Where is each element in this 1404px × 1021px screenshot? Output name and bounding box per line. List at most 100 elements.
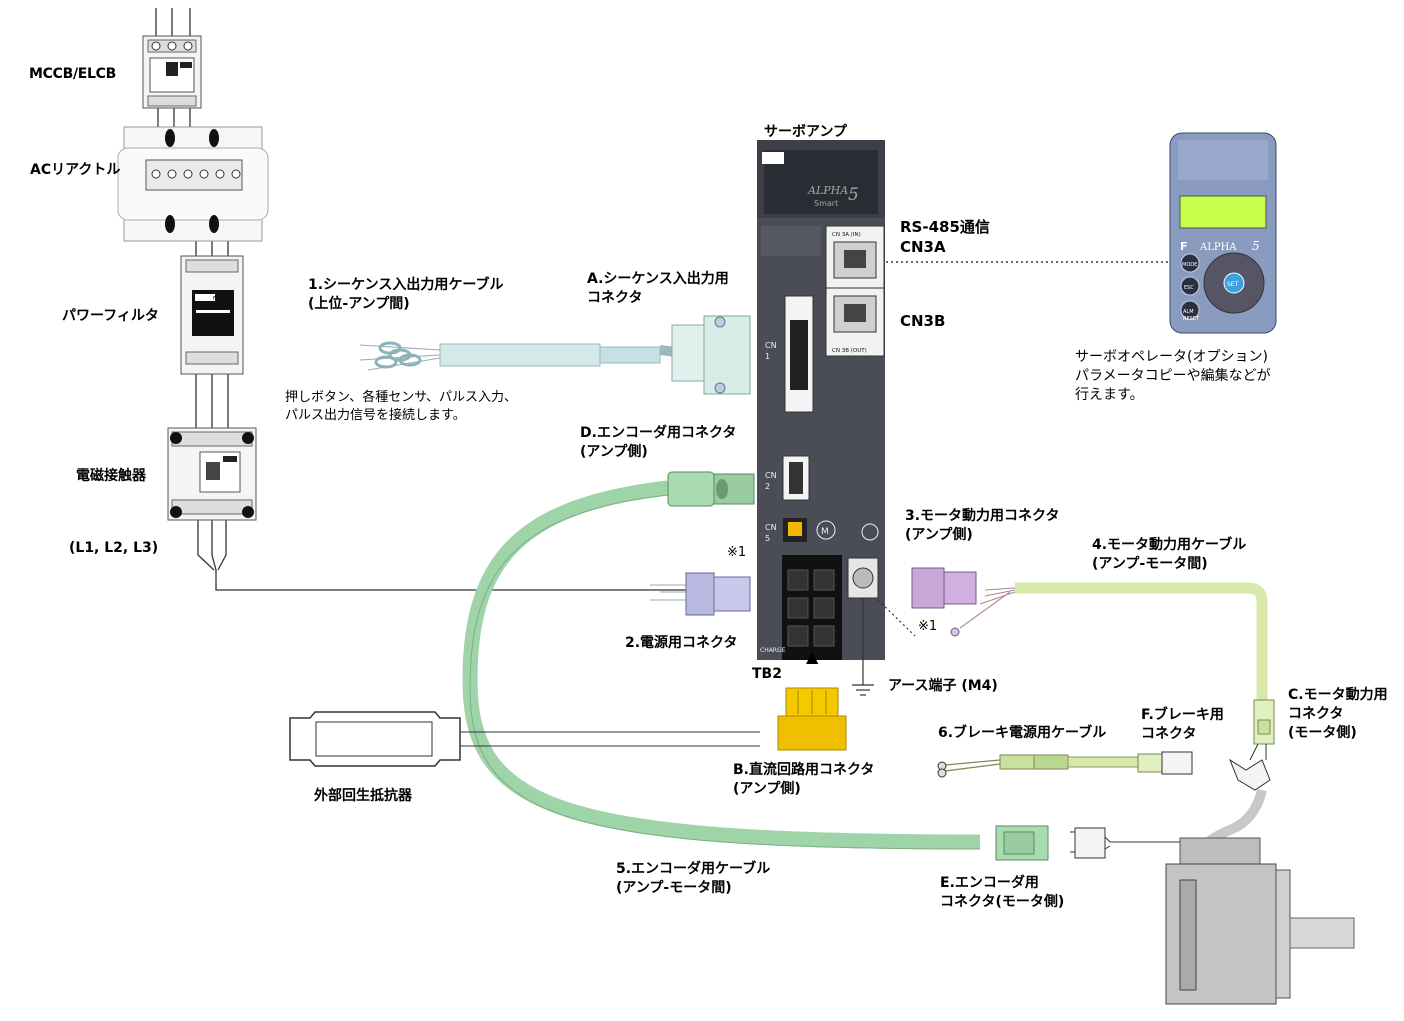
text-line: RS-485通信	[900, 218, 990, 236]
text-line: (アンプ-モータ間)	[616, 880, 732, 896]
conn-3-label: 3.モータ動力用コネクタ (アンプ側)	[905, 507, 1060, 543]
text-line: (アンプ側)	[733, 780, 801, 797]
text-line: コネクタ	[1141, 726, 1196, 742]
note1-label-b: ※1	[918, 619, 937, 634]
cn3a-tag: CN 3A (IN)	[832, 232, 861, 238]
operator-logo-mark: F	[1180, 240, 1188, 253]
conn-c-label: C.モータ動力用コネクタ (モータ側)	[1288, 686, 1388, 741]
conn-2-label: 2.電源用コネクタ	[625, 634, 738, 651]
l-terminals-label: (L1, L2, L3)	[69, 540, 158, 556]
text-line: コネクタ	[1288, 706, 1343, 722]
sequence-io-connector	[671, 315, 751, 395]
text-line: 2	[765, 482, 770, 491]
m-mark: M	[821, 527, 829, 537]
text-line: 1	[765, 352, 770, 361]
text-line: (アンプ-モータ間)	[1092, 556, 1208, 572]
text-line: CN3A	[900, 238, 946, 256]
text-line: (上位-アンプ間)	[308, 295, 410, 312]
operator-label: サーボオペレータ(オプション) パラメータコピーや編集などが行えます。	[1075, 349, 1271, 403]
cn1-mark: CN 1	[765, 341, 777, 361]
charge-mark: CHARGE	[760, 647, 786, 654]
cable1-line1: 1.シーケンス入出力用ケーブル (上位-アンプ間)	[308, 276, 504, 312]
cable1-note: 押しボタン、各種センサ、パルス入力、パルス出力信号を接続します。	[285, 389, 517, 423]
text-line: CN	[765, 341, 777, 350]
esc-key[interactable]: ESC	[1184, 285, 1194, 291]
encoder-connector-motor	[995, 825, 1180, 861]
text-line: 5	[765, 534, 770, 543]
alpha-five: 5	[848, 185, 859, 205]
regen-label: 外部回生抵抗器	[314, 787, 413, 804]
earth-label: アース端子 (M4)	[888, 677, 998, 694]
conn-f-label: F.ブレーキ用コネクタ	[1141, 706, 1224, 742]
text-line: 行えます。	[1075, 387, 1144, 403]
contactor-label: 電磁接触器	[76, 467, 147, 484]
servo-amplifier: ALPHA 5 Smart CN 3A (IN) CN 3B (OUT) CN 1…	[757, 140, 885, 660]
ac-reactor	[117, 126, 269, 242]
text-line: CN	[765, 523, 777, 532]
set-key[interactable]: SET	[1227, 281, 1239, 288]
fuji-mark-filter: FUJI	[213, 296, 223, 302]
operator-brand5: 5	[1252, 239, 1260, 253]
text-line: 3.モータ動力用コネクタ	[905, 507, 1060, 524]
note1-label-a: ※1	[727, 545, 746, 560]
cn2-mark: CN 2	[765, 471, 777, 491]
text-line: C.モータ動力用	[1288, 686, 1388, 703]
cable5-label: 5.エンコーダ用ケーブル (アンプ-モータ間)	[616, 860, 770, 896]
text-line: サーボオペレータ(オプション)	[1075, 349, 1268, 365]
brake-cable	[937, 754, 1139, 778]
smart-mark: Smart	[814, 199, 838, 208]
text-line: 5.エンコーダ用ケーブル	[616, 860, 770, 877]
text-line: パラメータコピーや編集などが	[1075, 367, 1271, 384]
encoder-connector-amp	[667, 471, 755, 507]
cable6-label: 6.ブレーキ電源用ケーブル	[938, 724, 1106, 741]
text-line: RESET	[1183, 316, 1200, 322]
cn5-mark: CN 5	[765, 523, 777, 543]
text-line: F.ブレーキ用	[1141, 706, 1224, 723]
mccb-breaker	[142, 35, 202, 109]
cn3b-label: CN3B	[900, 312, 945, 330]
text-line: 押しボタン、各種センサ、パルス入力、	[285, 389, 517, 405]
mode-key[interactable]: MODE	[1182, 262, 1197, 268]
text-line: B.直流回路用コネクタ	[733, 761, 874, 778]
power-filter-label: パワーフィルタ	[62, 308, 159, 324]
operator-brand: ALPHA	[1199, 242, 1237, 253]
tb2-arrow: ▲	[806, 647, 819, 666]
text-line: パルス出力信号を接続します。	[285, 407, 466, 423]
cn3b-tag: CN 3B (OUT)	[832, 348, 867, 354]
text-line: (アンプ側)	[580, 443, 648, 460]
ac-reactor-label: ACリアクトル	[30, 162, 120, 178]
servo-amp-label: サーボアンプ	[764, 124, 848, 140]
dc-circuit-connector	[777, 687, 847, 751]
conn-a-label: A.シーケンス入出力用コネクタ	[587, 270, 729, 306]
text-line: (アンプ側)	[905, 526, 973, 543]
motor-power-connector-motor	[1228, 699, 1275, 791]
text-line: ALM	[1183, 309, 1194, 315]
cable4-label: 4.モータ動力用ケーブル (アンプ-モータ間)	[1092, 536, 1246, 572]
power-filter: FUJI	[180, 255, 244, 375]
text-line: 4.モータ動力用ケーブル	[1092, 536, 1246, 553]
sequence-io-cable	[359, 341, 701, 371]
encoder-cable	[462, 480, 981, 850]
text-line: (モータ側)	[1288, 724, 1357, 741]
earth-terminal	[852, 598, 916, 696]
conn-d-label: D.エンコーダ用コネクタ (アンプ側)	[580, 424, 736, 460]
cable1-label: 1.シーケンス入出力用ケーブル (上位-アンプ間)	[308, 276, 504, 312]
text-line: D.エンコーダ用コネクタ	[580, 424, 736, 441]
text-line: 1.シーケンス入出力用ケーブル	[308, 276, 504, 293]
servo-motor	[1165, 788, 1355, 1005]
tb2-label: TB2	[752, 666, 782, 682]
external-regen-resistor	[289, 711, 760, 767]
motor-power-cable	[950, 582, 1268, 700]
alpha-mark: ALPHA	[807, 184, 848, 197]
rs485-label: RS-485通信 CN3A	[900, 218, 990, 256]
text-line: CN	[765, 471, 777, 480]
text-line: コネクタ(モータ側)	[940, 893, 1064, 910]
conn-e-label: E.エンコーダ用コネクタ(モータ側)	[940, 874, 1064, 910]
mccb-label: MCCB/ELCB	[29, 66, 116, 82]
text-line: コネクタ	[587, 290, 642, 306]
text-line: A.シーケンス入出力用	[587, 270, 729, 287]
motor-power-connector-amp	[911, 567, 977, 609]
